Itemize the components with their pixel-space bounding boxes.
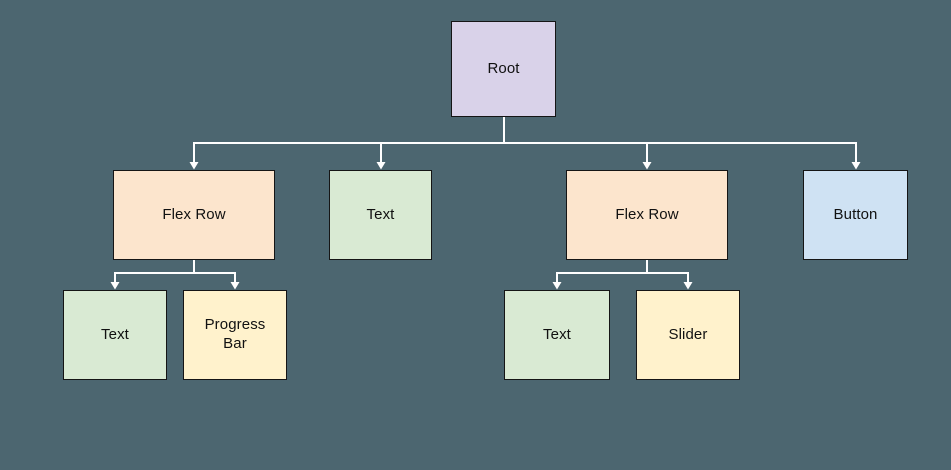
node-label: Button (833, 205, 878, 223)
node-text-3[interactable]: Text (504, 290, 610, 380)
node-progress-bar[interactable]: Progress Bar (183, 290, 287, 380)
node-text-2[interactable]: Text (63, 290, 167, 380)
edge-flex-row-1-to-text-2 (110, 260, 195, 290)
arrowhead-icon (683, 282, 693, 290)
node-slider[interactable]: Slider (636, 290, 740, 380)
edge-flex-row-2-to-text-3 (552, 260, 648, 290)
edge-root-to-text-1 (376, 117, 505, 170)
node-label: Root (487, 59, 520, 77)
arrowhead-icon (110, 282, 120, 290)
node-label: Text (366, 205, 395, 223)
arrowhead-icon (642, 162, 652, 170)
node-label: Flex Row (615, 205, 679, 223)
node-text-1[interactable]: Text (329, 170, 432, 260)
arrowhead-icon (230, 282, 240, 290)
arrowhead-icon (552, 282, 562, 290)
edge-root-to-button (503, 117, 861, 170)
node-root[interactable]: Root (451, 21, 556, 117)
node-label: Text (101, 325, 129, 343)
edge-root-to-flex-row-2 (503, 117, 652, 170)
node-flex-row-2[interactable]: Flex Row (566, 170, 728, 260)
arrowhead-icon (376, 162, 386, 170)
node-label: Slider (668, 325, 708, 343)
edge-root-to-flex-row-1 (189, 117, 505, 170)
arrowhead-icon (851, 162, 861, 170)
node-label: Flex Row (162, 205, 226, 223)
edge-flex-row-2-to-slider (646, 260, 693, 290)
arrowhead-icon (189, 162, 199, 170)
edge-flex-row-1-to-progress-bar (193, 260, 240, 290)
node-label: Text (543, 325, 571, 343)
node-button[interactable]: Button (803, 170, 908, 260)
node-label: Progress Bar (204, 316, 266, 352)
node-flex-row-1[interactable]: Flex Row (113, 170, 275, 260)
